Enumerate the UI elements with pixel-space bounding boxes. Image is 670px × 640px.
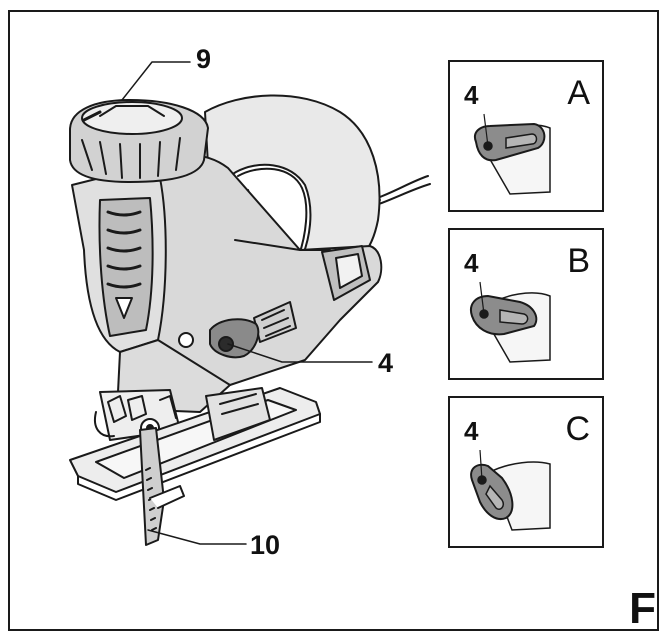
panel-b-part-label: 4 [464,248,479,278]
leader-9 [121,61,191,101]
panel-a-part-label: 4 [464,80,479,110]
panel-c-part-label: 4 [464,416,479,446]
panel-b-letter: B [567,242,590,280]
panel-a-letter: A [567,74,590,112]
panel-b: 4 B [448,228,604,380]
panel-c-letter: C [565,410,590,448]
callout-blade: 10 [250,530,281,560]
figure-letter: F [629,584,656,633]
saw-blade [139,427,165,546]
callout-lever: 4 [378,348,394,378]
leader-10 [147,529,247,545]
panel-a: 4 A [448,60,604,212]
panel-c: 4 C [448,396,604,548]
leader-4 [227,343,373,363]
callout-speed-dial: 9 [196,44,212,74]
